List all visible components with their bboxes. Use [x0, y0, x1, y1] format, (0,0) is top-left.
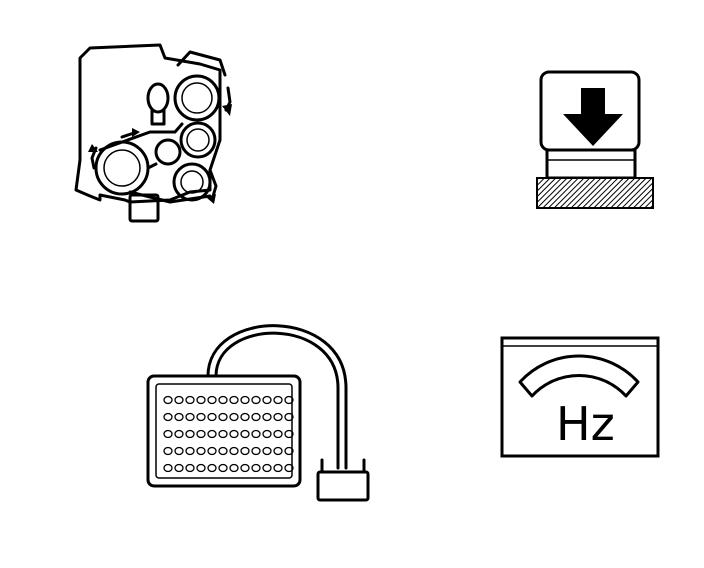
keypad-cable-icon [146, 324, 370, 502]
keypad-key [240, 446, 250, 456]
keypad-key [185, 446, 195, 456]
keypad-key [273, 395, 283, 405]
keypad-key [229, 463, 239, 473]
machine-rollers-icon [74, 43, 232, 223]
keypad-key [218, 412, 228, 422]
keypad-key [174, 446, 184, 456]
keypad-key [174, 412, 184, 422]
keypad-key [163, 429, 173, 439]
keypad-key [273, 429, 283, 439]
keypad-key [196, 463, 206, 473]
keypad-key [273, 463, 283, 473]
keypad-key [262, 412, 272, 422]
keypad-key [251, 463, 261, 473]
keypad-key [218, 463, 228, 473]
keypad-key [240, 463, 250, 473]
keypad-key [207, 412, 217, 422]
press-down-symbol [535, 68, 655, 210]
keypad-key [229, 395, 239, 405]
keypad-key [284, 395, 294, 405]
keypad-key [207, 463, 217, 473]
keypad-key [185, 395, 195, 405]
keypad-key [251, 446, 261, 456]
keypad-key [240, 429, 250, 439]
machine-rollers-symbol [70, 40, 245, 230]
press-down-icon [536, 70, 654, 209]
keypad-key [163, 463, 173, 473]
keypad-key [273, 446, 283, 456]
keypad-key [284, 412, 294, 422]
keypad-key [207, 446, 217, 456]
keypad-key [196, 429, 206, 439]
keypad-key [163, 395, 173, 405]
keypad-key [262, 429, 272, 439]
keypad-key [229, 429, 239, 439]
keypad-key [174, 463, 184, 473]
keypad-key [185, 412, 195, 422]
keypad-key [207, 429, 217, 439]
keypad-key [196, 412, 206, 422]
keypad-key [185, 463, 195, 473]
keypad-key [251, 395, 261, 405]
keypad-key [163, 446, 173, 456]
keypad-key [251, 429, 261, 439]
frequency-meter-icon: Hz [500, 336, 660, 458]
keypad-key [240, 395, 250, 405]
keypad-key [229, 412, 239, 422]
keypad-key [207, 395, 217, 405]
keypad-cable-symbol [146, 318, 378, 502]
keypad-key [273, 412, 283, 422]
keypad-key [218, 446, 228, 456]
keypad-key [284, 429, 294, 439]
keypad-key [262, 395, 272, 405]
keypad-key [240, 412, 250, 422]
keypad-key [251, 412, 261, 422]
keypad-key [218, 429, 228, 439]
keypad-key [174, 429, 184, 439]
keypad-key [163, 412, 173, 422]
keypad-key [284, 446, 294, 456]
keypad-key [174, 395, 184, 405]
keypad-key [262, 463, 272, 473]
keypad-key [196, 395, 206, 405]
hz-unit-label: Hz [556, 397, 615, 451]
keypad-key [185, 429, 195, 439]
keypad-key [284, 463, 294, 473]
keypad-key [196, 446, 206, 456]
keypad-key [229, 446, 239, 456]
keypad-key [262, 446, 272, 456]
frequency-meter-symbol: Hz [500, 336, 660, 458]
keypad-key [218, 395, 228, 405]
